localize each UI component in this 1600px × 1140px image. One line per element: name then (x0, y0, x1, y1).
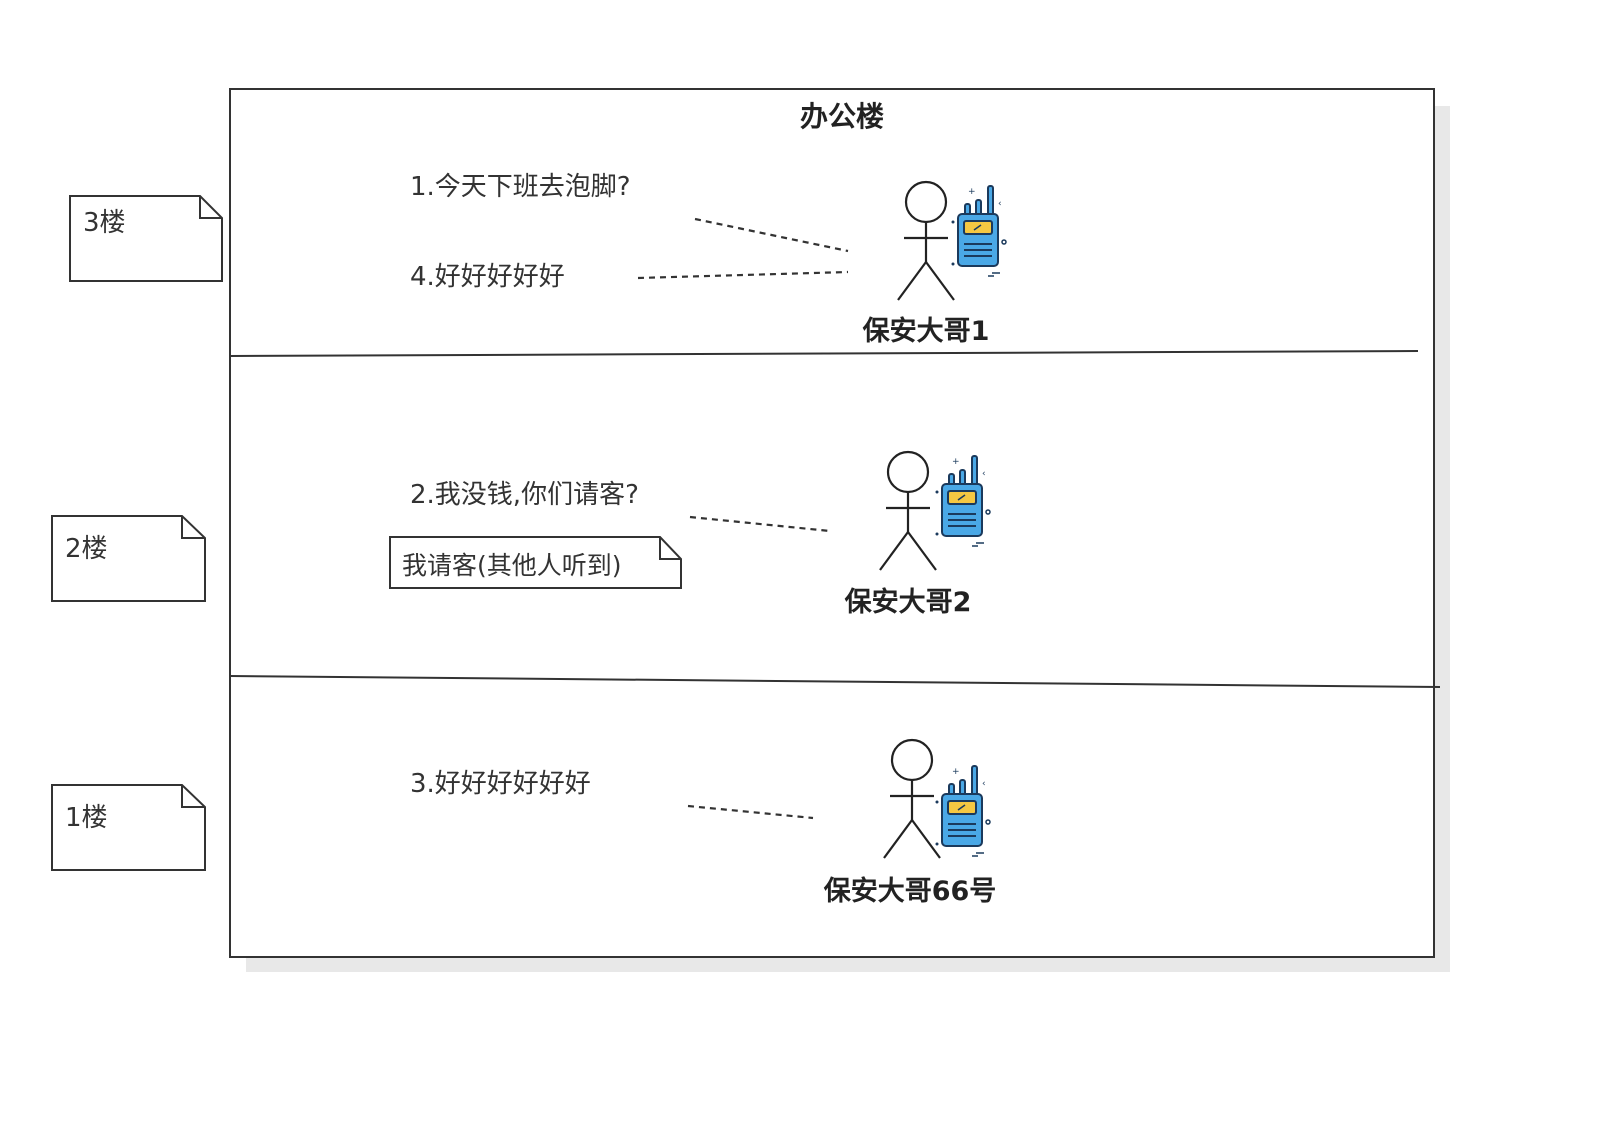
floor-divider-2-1 (229, 675, 1441, 688)
floor-note-1 (51, 784, 206, 871)
message-line-1 (694, 217, 849, 253)
floor-note-3 (69, 195, 223, 282)
actor-label-3: 保安大哥66号 (823, 876, 997, 907)
aside-note-text: 我请客(其他人听到) (402, 551, 622, 580)
actor-figure-2 (879, 450, 937, 571)
actor-figure-3 (883, 738, 941, 859)
floor-divider-3-2 (229, 350, 1419, 357)
floor-label-2: 2楼 (65, 534, 108, 564)
actor-label-1: 保安大哥1 (862, 316, 990, 347)
floor-label-1: 1楼 (65, 803, 108, 833)
message-line-3 (687, 804, 814, 820)
building-title: 办公楼 (800, 100, 885, 133)
actor-label-2: 保安大哥2 (844, 587, 972, 618)
floor-note-2 (51, 515, 206, 602)
message-2: 2.我没钱,你们请客? (410, 480, 639, 510)
aside-note-shape (389, 536, 682, 589)
message-line-4 (637, 270, 849, 280)
message-4: 4.好好好好好 (410, 262, 565, 292)
floor-label-3: 3楼 (83, 208, 126, 238)
message-1: 1.今天下班去泡脚? (410, 172, 631, 202)
building-frame (229, 88, 1435, 958)
message-3: 3.好好好好好好 (410, 769, 591, 799)
message-line-2 (689, 515, 831, 533)
actor-figure-1 (897, 180, 955, 301)
